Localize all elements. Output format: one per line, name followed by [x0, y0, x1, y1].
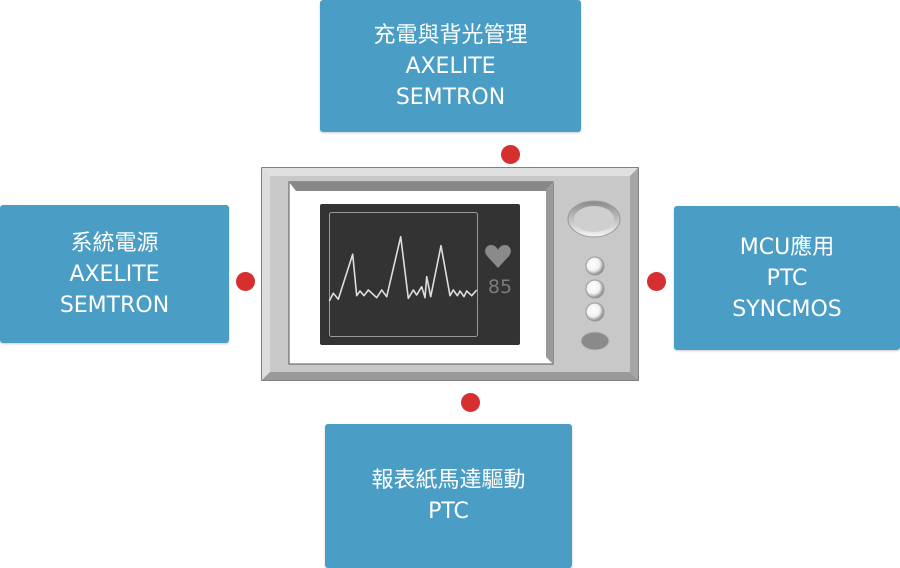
control-button-1[interactable]	[585, 256, 605, 276]
vendor-label: PTC	[428, 499, 469, 524]
vendor-label: SEMTRON	[395, 84, 506, 110]
vendor-label: SYNCMOS	[732, 296, 842, 322]
heart-icon	[485, 245, 511, 268]
box-title: MCU應用	[739, 234, 835, 260]
box-mcu-application: MCU應用 PTC SYNCMOS	[674, 206, 900, 350]
connector-dot-top	[501, 145, 520, 164]
power-button[interactable]	[580, 331, 610, 351]
control-knob[interactable]	[567, 200, 621, 238]
connector-dot-bottom	[461, 393, 480, 412]
vendor-label: SEMTRON	[59, 292, 170, 318]
box-paper-motor-driver: 報表紙馬達驅動 PTC	[325, 424, 572, 568]
box-system-power: 系統電源 AXELITE SEMTRON	[0, 205, 229, 343]
box-title: 充電與背光管理	[373, 22, 528, 48]
control-button-2[interactable]	[585, 279, 605, 299]
vendor-label: AXELITE	[69, 261, 160, 287]
box-title: 報表紙馬達驅動	[371, 468, 526, 493]
vendor-label: AXELITE	[405, 53, 496, 79]
box-charging-backlight: 充電與背光管理 AXELITE SEMTRON	[320, 0, 581, 132]
heart-rate-value: 85	[488, 276, 512, 298]
ecg-waveform	[328, 235, 478, 302]
vendor-label: PTC	[766, 265, 808, 291]
waveform-frame	[329, 212, 478, 337]
connector-dot-right	[647, 272, 666, 291]
connector-dot-left	[236, 272, 255, 291]
control-button-3[interactable]	[585, 302, 605, 322]
box-title: 系統電源	[70, 230, 159, 256]
screen	[320, 204, 520, 345]
